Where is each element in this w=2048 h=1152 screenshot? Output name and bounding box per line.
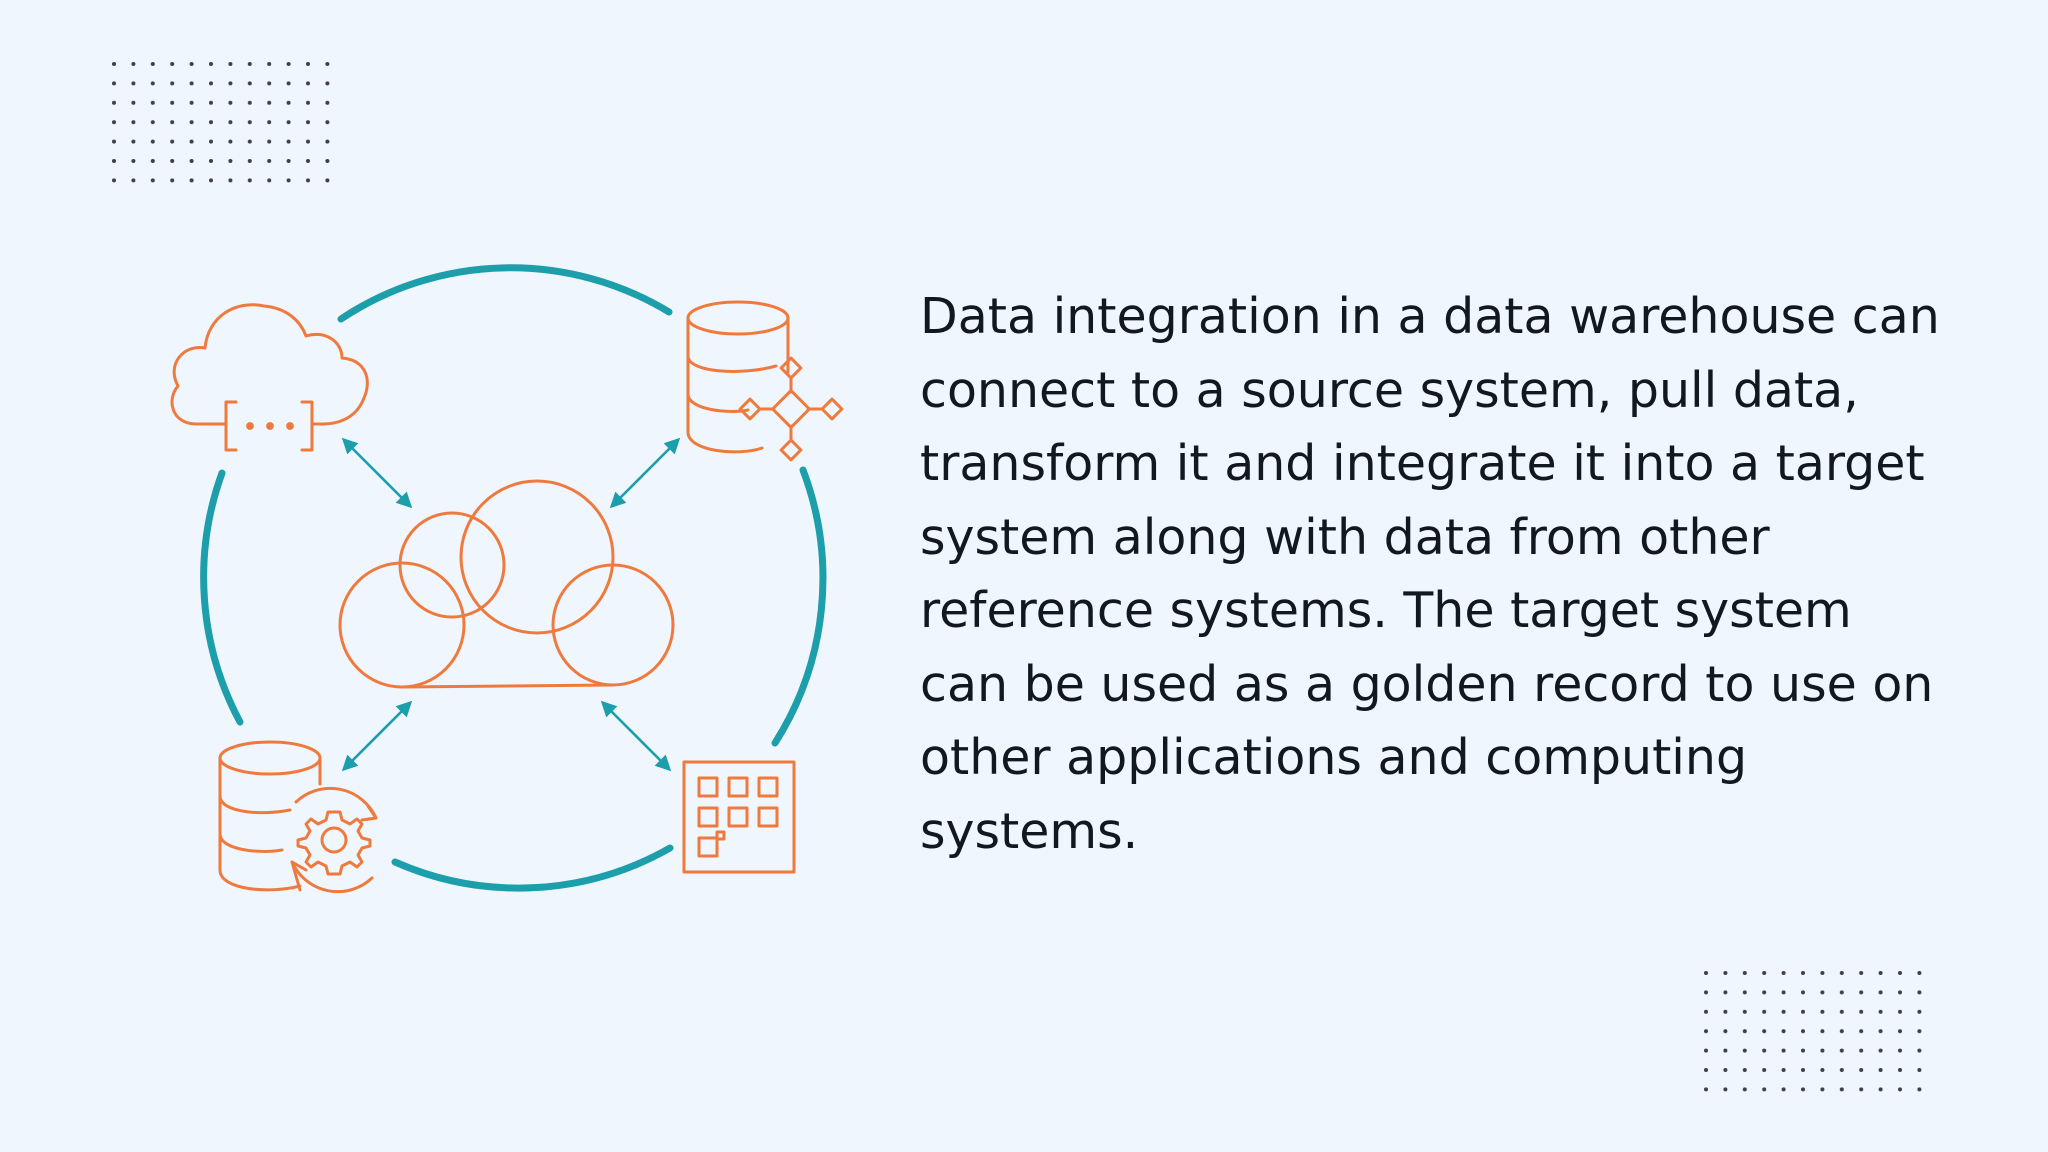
- cloud-api-icon: [170, 303, 369, 452]
- app-grid-icon: [682, 760, 796, 874]
- dot-pattern-top-left: [112, 62, 342, 192]
- connection-arrows: [341, 437, 681, 772]
- database-network-icon: [686, 300, 844, 462]
- dot-pattern-bottom-right: [1704, 971, 1934, 1101]
- arrow-bottom-left: [341, 700, 413, 772]
- ring-arc-bottom: [391, 844, 674, 892]
- database-sync-gear-icon: [218, 740, 378, 894]
- data-integration-diagram: [170, 264, 844, 894]
- cloud-hub-icon: [338, 479, 675, 689]
- integration-ring: [200, 264, 827, 892]
- ring-arc-left: [200, 469, 244, 726]
- description-text: Data integration in a data warehouse can…: [920, 288, 1940, 860]
- arrow-top-left: [341, 437, 413, 509]
- arrow-bottom-right: [600, 700, 672, 772]
- ring-arc-top: [337, 264, 673, 323]
- ring-arc-right: [771, 466, 827, 747]
- arrow-top-right: [609, 437, 681, 509]
